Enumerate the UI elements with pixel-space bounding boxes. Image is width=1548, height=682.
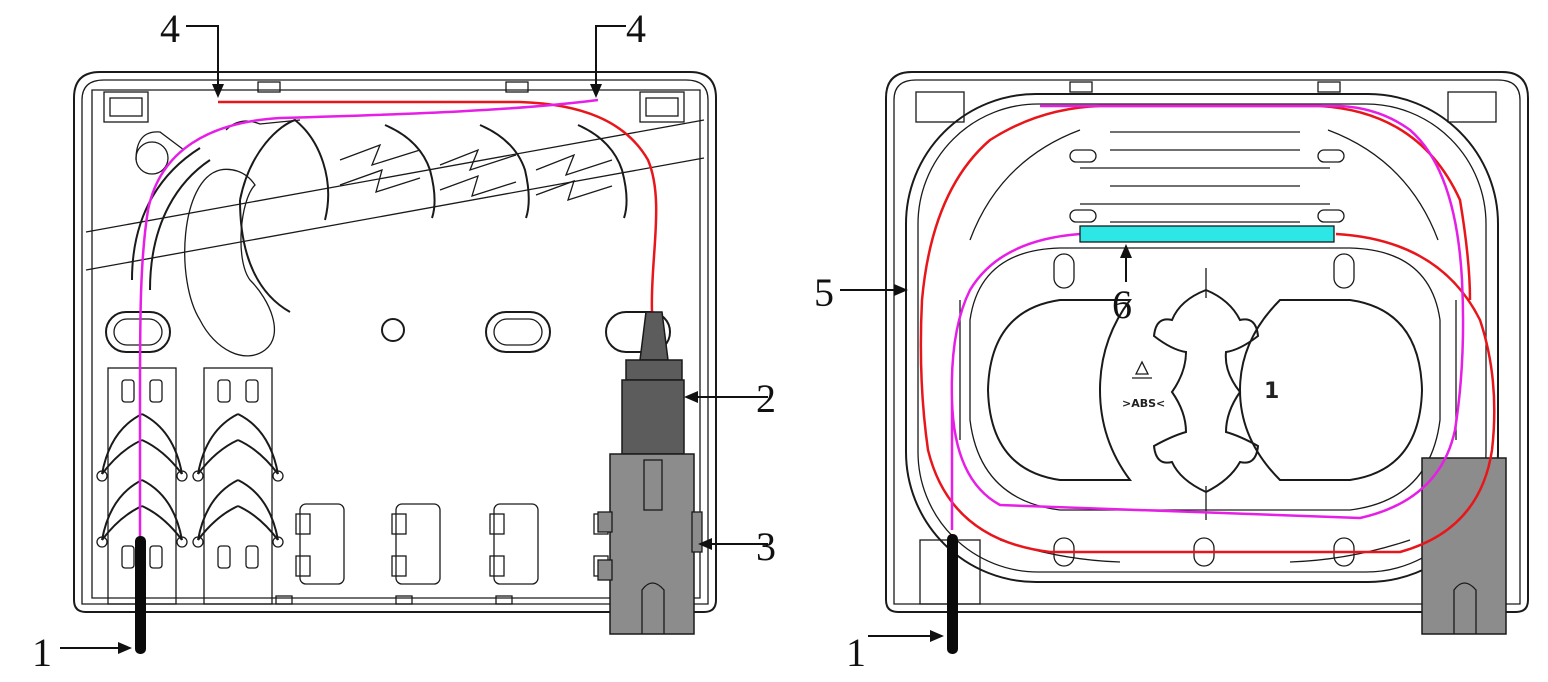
- left-magenta-fiber: [138, 98, 599, 540]
- right-magenta-fiber: [950, 104, 1465, 530]
- left-housing-inner: [81, 79, 709, 605]
- left-hinge-2-inner: [645, 97, 679, 117]
- left-arc-guide: [131, 147, 211, 291]
- tray-side-arcs: [959, 300, 1457, 440]
- tray-number: 1: [1264, 379, 1279, 404]
- right-housing-outline: [885, 71, 1529, 613]
- left-adapter-sockets: [295, 503, 609, 585]
- left-hinge-1: [103, 91, 149, 123]
- left-callout-arrowheads: [118, 84, 712, 654]
- left-slot-1-inner: [113, 318, 163, 346]
- left-hinge-2: [639, 91, 685, 123]
- right-top-tab-1: [1069, 81, 1093, 93]
- label-4-left: 4: [160, 6, 180, 51]
- right-hinge-1: [915, 91, 965, 123]
- left-center-hole: [381, 318, 405, 342]
- tray-material-mark: >ABS<: [1122, 397, 1165, 410]
- right-callout-arrowheads: [894, 244, 1132, 642]
- recycle-icon: [1132, 360, 1152, 379]
- left-guide-arm: [135, 131, 185, 161]
- left-bottom-tab-1: [275, 595, 293, 605]
- left-red-fiber: [218, 100, 658, 313]
- right-hinge-2: [1447, 91, 1497, 123]
- left-bottom-tab-3: [495, 595, 513, 605]
- right-drop-cable: [947, 534, 958, 654]
- left-hinge-1-inner: [109, 97, 143, 117]
- left-panel-box: [73, 71, 717, 613]
- tray-right-oval: [1238, 299, 1424, 481]
- left-slot-1: [105, 311, 171, 353]
- label-1-right: 1: [846, 630, 866, 675]
- right-housing-inner: [893, 79, 1521, 605]
- left-clamp-panels: [96, 367, 284, 605]
- left-housing-outline: [73, 71, 717, 613]
- right-red-fiber: [919, 104, 1496, 554]
- right-adapter-behind: [1421, 457, 1507, 635]
- tray-left-oval: [986, 299, 1132, 481]
- left-slot-3: [605, 311, 671, 353]
- left-callout-lines: [60, 25, 768, 649]
- label-4-right: 4: [626, 6, 646, 51]
- label-6: 6: [1112, 282, 1132, 327]
- sc-connector: [621, 311, 685, 455]
- left-slot-2-inner: [493, 318, 543, 346]
- left-hook-row: [339, 124, 628, 219]
- left-guide-hole: [135, 141, 169, 175]
- left-top-tab-2: [505, 81, 529, 93]
- tray-inner-wall: [969, 247, 1441, 511]
- splice-holder-ribs: [1069, 131, 1345, 223]
- left-diagonal-rail: [85, 119, 705, 271]
- label-3: 3: [756, 524, 776, 569]
- left-bean-cutout: [184, 168, 276, 357]
- right-top-tab-2: [1317, 81, 1341, 93]
- left-inner-wall: [91, 89, 701, 599]
- splice-tray-rim: [917, 103, 1487, 573]
- tray-center-cross: [1152, 288, 1260, 494]
- tray-upper-arcs: [969, 129, 1439, 241]
- sc-adapter: [597, 453, 703, 635]
- splice-tray-outline: [905, 93, 1499, 583]
- label-2: 2: [756, 376, 776, 421]
- left-top-tab-1: [257, 81, 281, 93]
- label-5: 5: [814, 270, 834, 315]
- left-slot-2: [485, 311, 551, 353]
- left-bottom-tab-2: [395, 595, 413, 605]
- label-1-left: 1: [32, 630, 52, 675]
- splice-sleeve: [1079, 225, 1335, 243]
- right-adapter-slot: [1453, 582, 1477, 634]
- left-drop-cable: [135, 536, 146, 654]
- right-callout-lines: [840, 252, 1127, 637]
